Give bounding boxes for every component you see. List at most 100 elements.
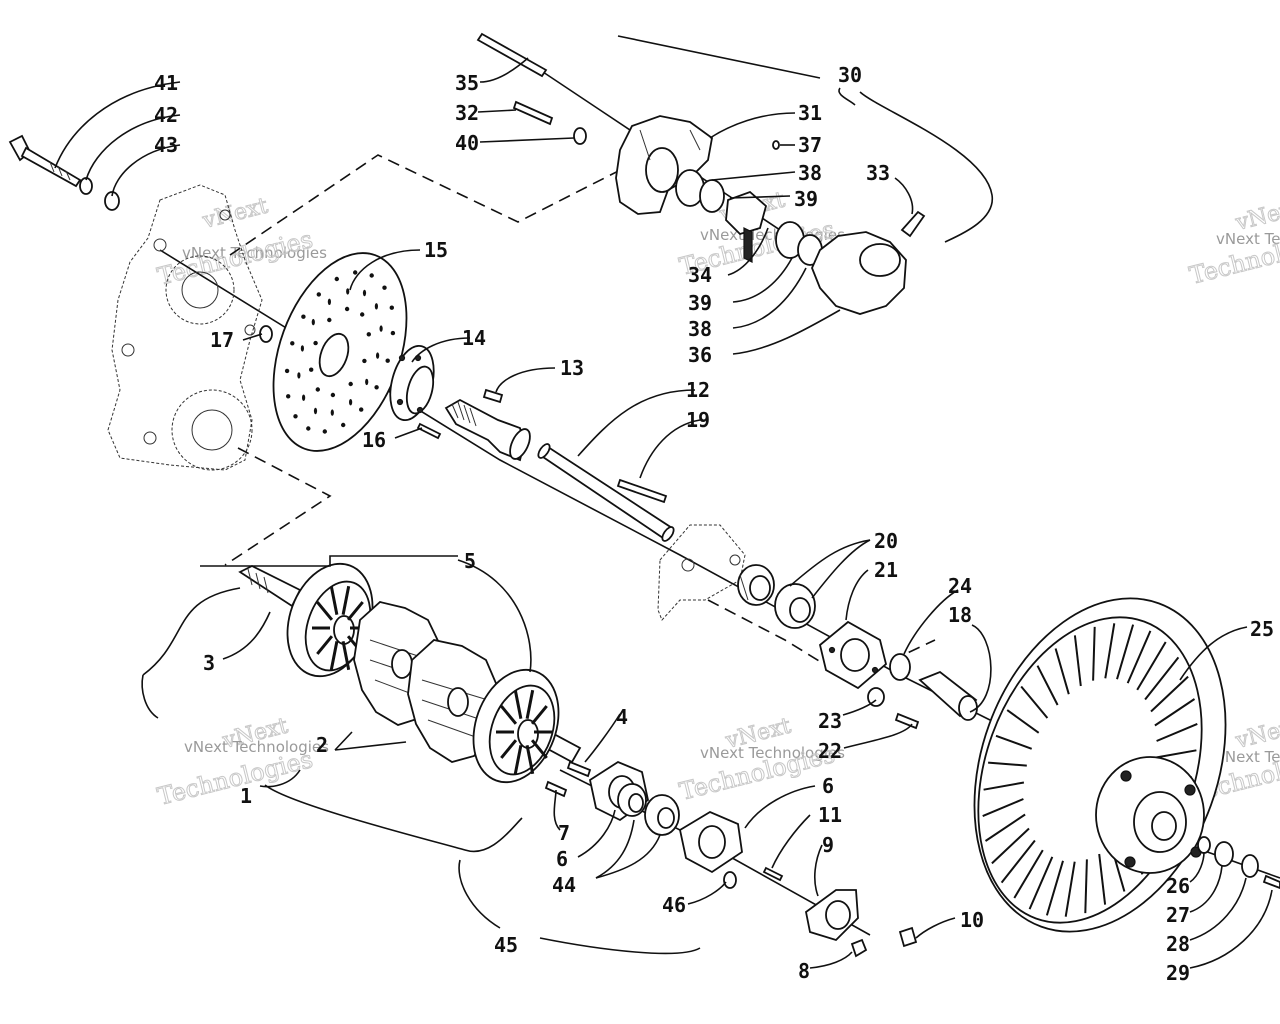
disc-hole xyxy=(349,399,353,406)
watermark-5: vNext vNext Technologies Technologies xyxy=(1186,195,1280,290)
wheel-spoke xyxy=(500,705,518,725)
disc-hole xyxy=(301,314,306,319)
driven-clutch-25 xyxy=(973,597,1227,933)
dashed-guide-upper xyxy=(229,154,637,256)
callout-30: 30 xyxy=(838,63,862,87)
callout-9: 9 xyxy=(822,833,834,857)
callout-36: 36 xyxy=(688,343,712,367)
callout-8: 8 xyxy=(798,959,810,983)
disc-hole xyxy=(362,289,367,297)
caliper-half-36 xyxy=(811,231,907,315)
nut-8 xyxy=(850,938,868,958)
wheel-spoke xyxy=(346,601,364,621)
clutch-fin xyxy=(983,781,1025,791)
disc-hole xyxy=(346,288,350,295)
clutch-fin xyxy=(1054,648,1070,695)
callout-33: 33 xyxy=(866,161,890,185)
callout-32: 32 xyxy=(455,101,479,125)
callout-5: 5 xyxy=(464,549,476,573)
disc-hole xyxy=(374,303,378,310)
clutch-fin xyxy=(1020,685,1049,719)
callout-6a: 6 xyxy=(556,847,568,871)
callout-13: 13 xyxy=(560,356,584,380)
flange-6b xyxy=(678,810,743,874)
bolt-7 xyxy=(544,780,568,798)
bearing-44a xyxy=(617,783,647,817)
disc-hole xyxy=(366,332,371,337)
callout-3: 3 xyxy=(203,651,215,675)
brake-disc-15 xyxy=(272,252,408,452)
callout-21: 21 xyxy=(874,558,898,582)
disc-hole xyxy=(334,276,339,282)
callout-6b: 6 xyxy=(822,774,834,798)
disc-hole xyxy=(286,394,291,399)
clutch-fin xyxy=(1144,656,1180,701)
washer-27 xyxy=(1214,841,1234,867)
callout-labels: 1 2 3 4 5 6 6 6 7 8 9 10 11 12 13 14 15 … xyxy=(154,63,1274,985)
clutch-fin xyxy=(1073,635,1082,687)
clutch-fin xyxy=(984,813,1026,842)
svg-text:vNext Technologies: vNext Technologies xyxy=(1216,748,1280,766)
disc-hole xyxy=(302,394,306,401)
clutch-fin xyxy=(1156,722,1198,742)
shaft-12 xyxy=(444,398,531,462)
svg-text:vNext Technologies: vNext Technologies xyxy=(1216,230,1280,248)
dashed-guide-lower xyxy=(224,447,332,566)
disc-hole xyxy=(369,273,374,278)
clutch-fin xyxy=(995,734,1033,750)
callout-20: 20 xyxy=(874,529,898,553)
disc-hole xyxy=(327,298,331,305)
brake-pads-34 xyxy=(725,190,768,263)
disc-hole xyxy=(300,345,304,352)
washer-24 xyxy=(889,653,911,681)
callout-22: 22 xyxy=(818,739,842,763)
wheel-spoke xyxy=(513,745,523,775)
washer-23 xyxy=(867,687,885,707)
callout-38b: 38 xyxy=(688,317,712,341)
disc-hole xyxy=(316,292,321,297)
clutch-fin xyxy=(1126,630,1152,684)
callout-27: 27 xyxy=(1166,903,1190,927)
washer-28 xyxy=(1241,854,1259,878)
key-13 xyxy=(482,388,504,404)
clutch-fin xyxy=(982,798,1024,818)
wheel-spoke xyxy=(329,585,339,615)
disc-hole xyxy=(344,306,350,312)
disc-hole xyxy=(385,358,390,363)
watermark-3: vNext vNext Technologies Technologies xyxy=(154,713,329,811)
disc-hole xyxy=(362,358,367,364)
wheel-spoke xyxy=(316,601,334,621)
disc-hole xyxy=(327,317,332,323)
hub-14 xyxy=(389,345,435,421)
callout-34: 34 xyxy=(688,263,712,287)
clutch-fin xyxy=(991,827,1030,865)
wheel-spoke xyxy=(329,641,339,671)
fitting-10 xyxy=(898,926,918,948)
svg-text:vNext Technologies: vNext Technologies xyxy=(700,744,845,762)
clutch-fin xyxy=(1028,856,1054,910)
callout-37: 37 xyxy=(798,133,822,157)
bolt-22 xyxy=(894,712,920,730)
disc-hole xyxy=(365,378,369,386)
clutch-fin xyxy=(1084,859,1088,914)
callout-11: 11 xyxy=(818,803,842,827)
chaincase-housing xyxy=(107,184,263,471)
disc-hole xyxy=(374,385,379,390)
sprocket-wheel-5b xyxy=(472,668,560,784)
washer-40 xyxy=(573,127,587,145)
wheel-spoke xyxy=(525,689,535,719)
bearing-20a xyxy=(737,564,775,606)
disc-hole xyxy=(389,305,394,310)
disc-hole xyxy=(313,407,318,415)
svg-text:Technologies: Technologies xyxy=(155,225,316,291)
wheel-spoke xyxy=(500,739,518,759)
seal-39a xyxy=(699,179,725,213)
disc-hole xyxy=(315,387,320,392)
callout-14: 14 xyxy=(462,326,486,350)
callout-19: 19 xyxy=(686,408,710,432)
callout-29: 29 xyxy=(1166,961,1190,985)
callout-18: 18 xyxy=(948,603,972,627)
callout-39b: 39 xyxy=(688,291,712,315)
callout-26: 26 xyxy=(1166,874,1190,898)
clutch-fin xyxy=(1104,623,1116,679)
